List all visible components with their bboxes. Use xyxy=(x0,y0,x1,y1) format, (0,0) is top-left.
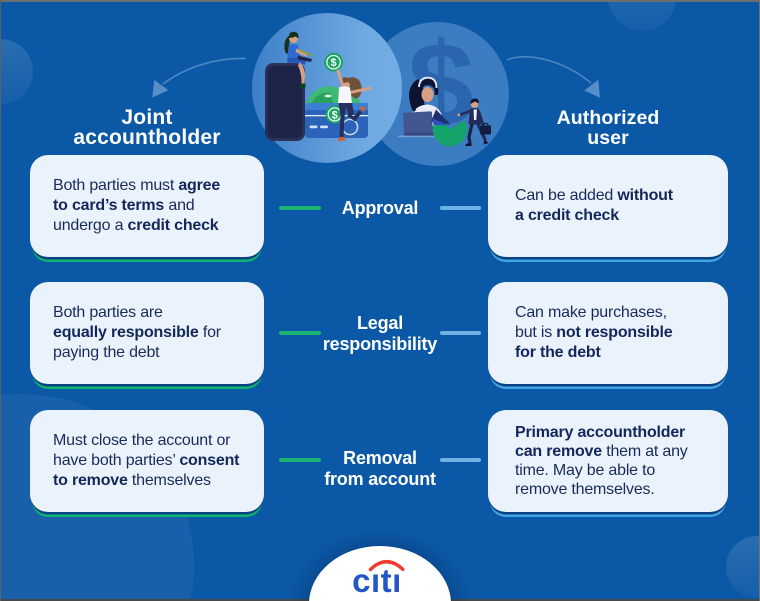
citi-logo-arc xyxy=(368,560,405,572)
jumping-woman-illustration xyxy=(336,69,372,142)
decor-circle-left xyxy=(0,39,33,105)
card-text: Can make purchases,but is not responsibl… xyxy=(515,304,673,361)
green-connector-row1 xyxy=(279,206,321,210)
logo-dot-cover xyxy=(392,556,401,573)
citi-logo-text: citi xyxy=(352,562,402,599)
blue-connector-row3 xyxy=(440,458,481,462)
dollar-coin-bottom-icon: $ xyxy=(325,105,344,124)
dome xyxy=(309,546,451,601)
green-connector-row3 xyxy=(279,458,321,462)
credit-card-icon xyxy=(305,103,368,138)
sitting-woman-illustration xyxy=(284,31,313,88)
curved-arrow-right xyxy=(506,56,600,98)
dollar-sign-icon: $ xyxy=(408,18,474,151)
dome-shadow xyxy=(287,529,473,601)
money-stack-icon xyxy=(306,86,361,103)
decor-circle-top-right xyxy=(608,0,676,31)
card-authorized-legal: Can make purchases,but is not responsibl… xyxy=(488,282,728,384)
businessman-illustration xyxy=(457,98,491,146)
logo-dot-cover xyxy=(372,556,382,573)
dollar-coin-partial-icon xyxy=(341,118,359,136)
support-woman-illustration xyxy=(398,76,444,138)
joint-accountholder-illustration: $ $ xyxy=(252,13,402,163)
coin-dollar-glyph: $ xyxy=(332,109,338,121)
dollar-coin-top-icon: $ xyxy=(324,52,343,72)
decor-circle-bottom-right xyxy=(726,536,760,598)
green-connector-row2 xyxy=(279,331,321,335)
row-label-approval: Approval xyxy=(341,198,419,218)
curved-arrow-left xyxy=(152,57,247,98)
left-hero-circle xyxy=(252,13,402,163)
coin-dollar-glyph: $ xyxy=(331,57,337,69)
pie-chart-icon xyxy=(431,109,467,147)
blue-connector-row2 xyxy=(440,331,481,335)
citi-logo-dome: citi xyxy=(287,529,473,601)
smartphone-icon xyxy=(265,63,305,141)
blue-connector-row1 xyxy=(440,206,481,210)
